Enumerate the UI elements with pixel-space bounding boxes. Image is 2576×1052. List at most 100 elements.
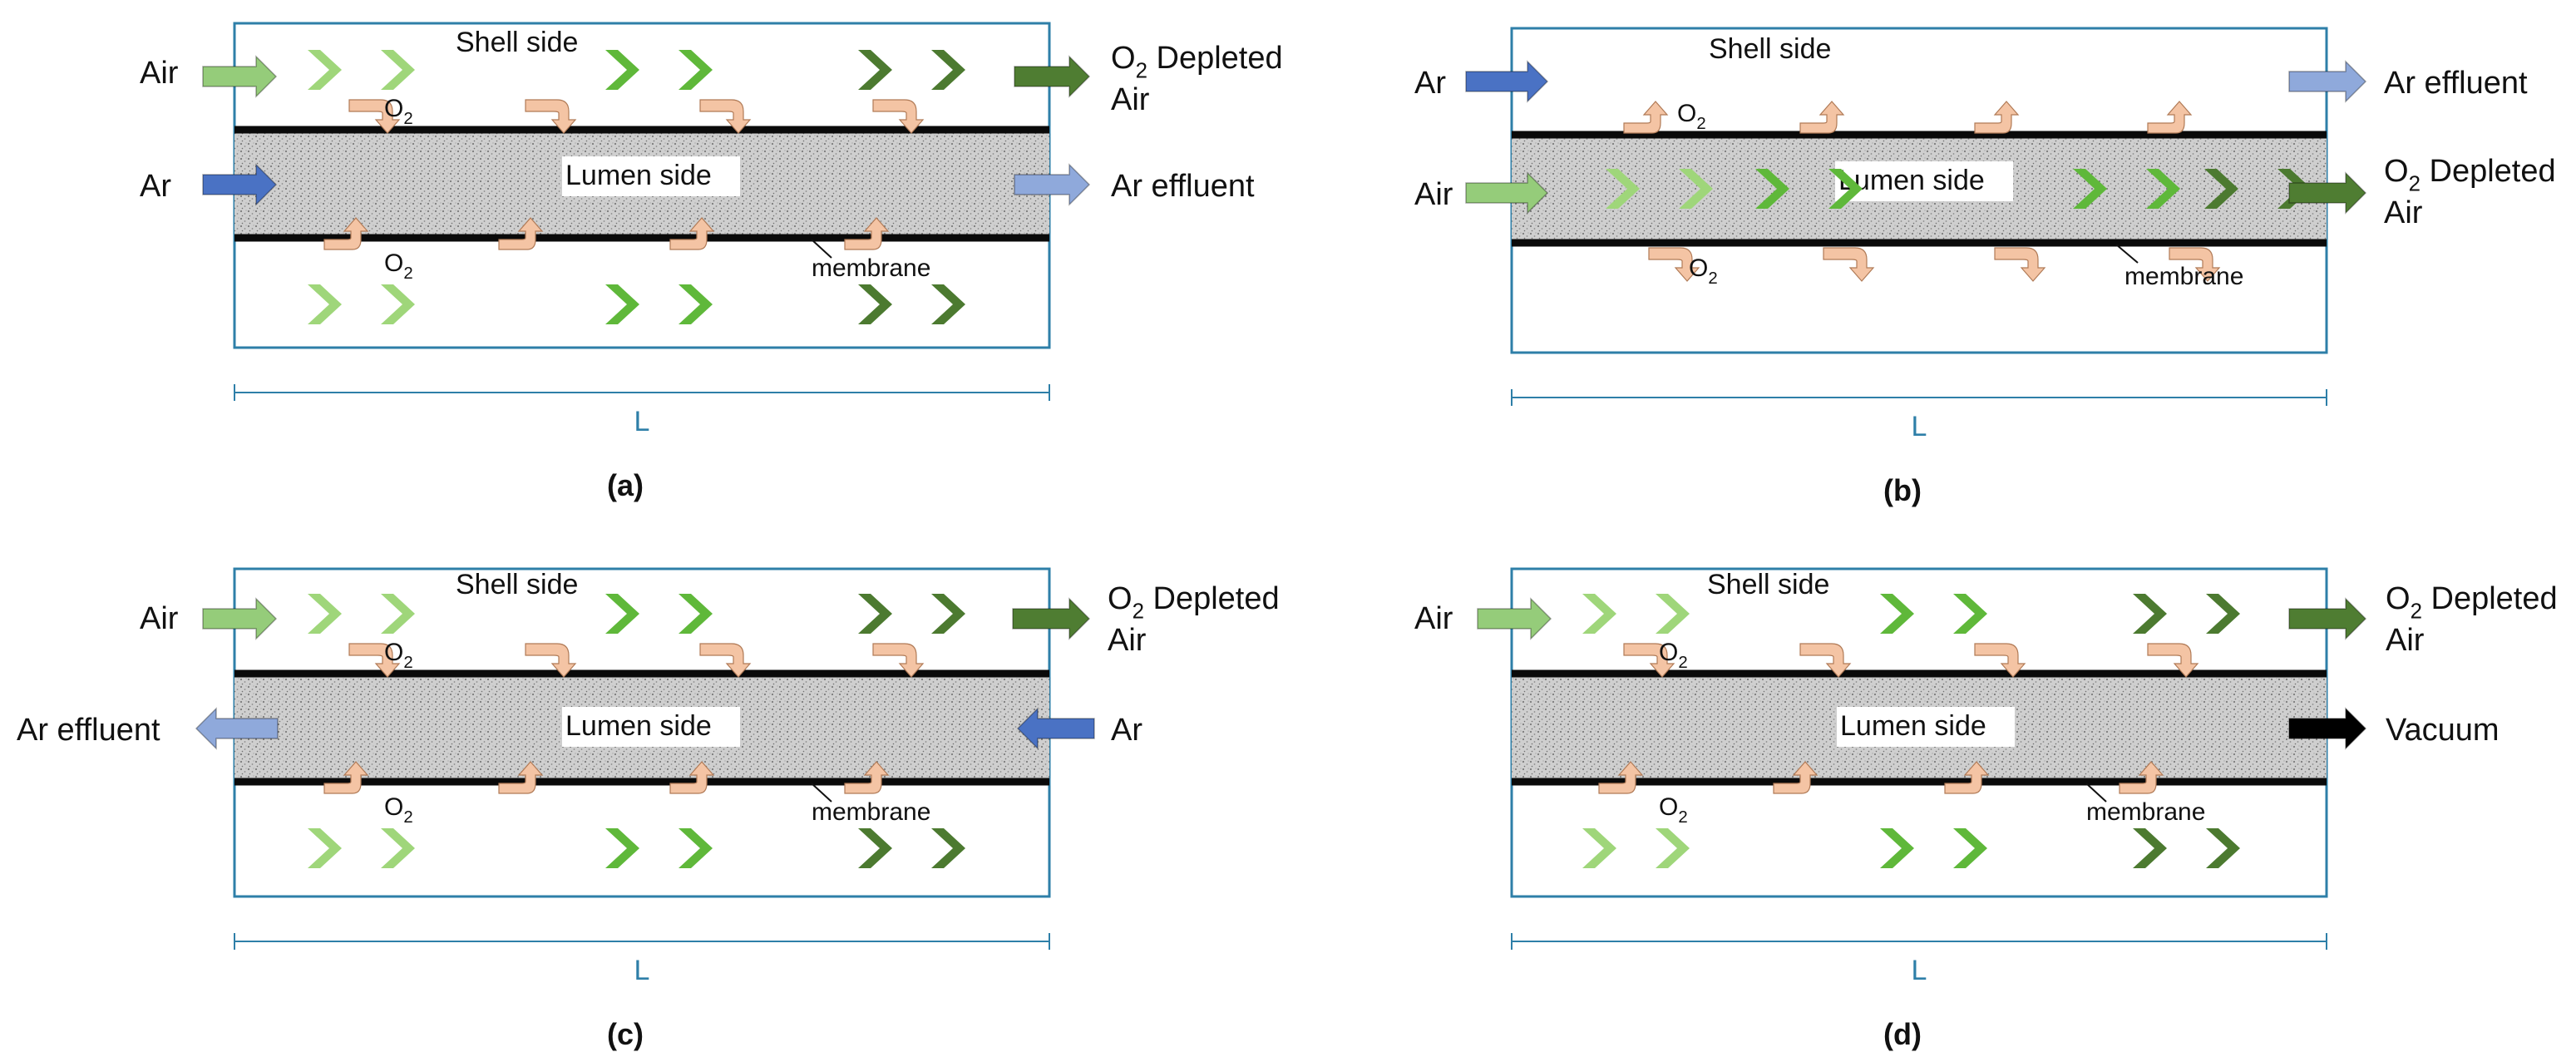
chevron-icon xyxy=(1953,594,1987,634)
chevron-icon xyxy=(2073,169,2107,209)
bent-arrow-icon xyxy=(498,217,544,250)
shell-side-label: Shell side xyxy=(456,569,578,600)
o2-label-bottom-main: O xyxy=(1659,793,1678,821)
chevron-icon xyxy=(679,828,713,868)
membrane-leader-line xyxy=(811,239,832,259)
membrane-label: membrane xyxy=(812,798,930,826)
o2-label-top-subscript: 2 xyxy=(1678,654,1687,672)
bent-arrow-icon xyxy=(669,761,715,794)
panel-caption: (b) xyxy=(1883,473,1922,507)
bent-arrow-icon xyxy=(1799,643,1852,678)
panel-caption: (c) xyxy=(607,1017,644,1051)
bent-arrow-icon xyxy=(2147,643,2199,678)
o2-label-top-subscript: 2 xyxy=(403,110,412,128)
bent-arrow-icon xyxy=(1598,761,1644,794)
lumen-side-label: Lumen side xyxy=(1838,165,1985,196)
bent-arrow-icon xyxy=(1944,761,1990,794)
ar-inlet-label: Ar xyxy=(1414,66,1446,101)
membrane-leader-line xyxy=(2115,244,2139,264)
chevron-icon xyxy=(1953,828,1987,868)
membrane-label: membrane xyxy=(2086,798,2205,826)
length-label: L xyxy=(634,955,650,986)
depleted-outlet-label-rest: Depleted xyxy=(2422,581,2558,616)
chevron-icon xyxy=(858,284,892,324)
chevron-icon xyxy=(679,594,713,634)
o2-label-bottom-subscript: 2 xyxy=(403,808,412,827)
chevron-icon xyxy=(605,50,639,90)
bent-arrow-icon xyxy=(323,761,369,794)
o2-label-bottom: O2 xyxy=(1659,793,1688,827)
bent-arrow-icon xyxy=(1823,247,1875,282)
chevron-icon xyxy=(308,828,342,868)
o2-label-bottom-main: O xyxy=(384,249,403,277)
air-inlet-arrow xyxy=(202,55,278,98)
depleted-outlet-label-subscript: 2 xyxy=(1136,59,1147,82)
bent-arrow-icon xyxy=(525,99,577,134)
chevron-icon xyxy=(858,50,892,90)
o2-label-top: O2 xyxy=(384,639,413,672)
ar-outlet-label: Ar effluent xyxy=(2384,66,2528,101)
shell-side-label: Shell side xyxy=(456,27,578,58)
lumen-label-box xyxy=(562,156,740,196)
membrane-label: membrane xyxy=(2124,263,2243,290)
chevron-icon xyxy=(1582,828,1616,868)
chevron-icon xyxy=(931,594,965,634)
chevron-icon xyxy=(1582,594,1616,634)
ar-outlet-arrow xyxy=(2288,60,2367,103)
depleted-outlet-label-line2: Air xyxy=(1108,623,1147,658)
chevron-icon xyxy=(2206,828,2240,868)
ar-inlet-label: Ar xyxy=(140,169,171,204)
chevron-icon xyxy=(2206,594,2240,634)
chevron-icon xyxy=(308,50,342,90)
shell-side-label: Shell side xyxy=(1707,569,1829,600)
bent-arrow-icon xyxy=(1974,643,2026,678)
o2-label-top-subscript: 2 xyxy=(403,654,412,672)
depleted-outlet-label-line2: Air xyxy=(1111,82,1150,117)
chevron-icon xyxy=(308,594,342,634)
length-label: L xyxy=(1912,411,1927,442)
chevron-icon xyxy=(308,284,342,324)
o2-label-bottom-subscript: 2 xyxy=(403,264,412,283)
bent-arrow-icon xyxy=(844,761,890,794)
bent-arrow-icon xyxy=(348,99,401,134)
bent-arrow-icon xyxy=(525,643,577,678)
o2-label-top: O2 xyxy=(1677,100,1706,133)
bent-arrow-icon xyxy=(2147,101,2193,134)
chevron-icon xyxy=(1880,594,1914,634)
o2-label-bottom: O2 xyxy=(1689,254,1718,288)
depleted-outlet-label-main: O xyxy=(1111,41,1136,76)
bent-arrow-icon xyxy=(872,99,925,134)
o2-label-top-subscript: 2 xyxy=(1696,115,1705,133)
bent-arrow-icon xyxy=(699,99,752,134)
chevron-icon xyxy=(931,828,965,868)
o2-label-top: O2 xyxy=(1659,639,1688,672)
chevron-icon xyxy=(1679,169,1713,209)
chevron-icon xyxy=(1656,828,1690,868)
membrane-label: membrane xyxy=(812,254,930,282)
bent-arrow-icon xyxy=(1799,101,1845,134)
chevron-icon xyxy=(381,828,415,868)
chevron-icon xyxy=(1755,169,1789,209)
o2-label-top-main: O xyxy=(384,95,403,122)
depleted-outlet-arrow xyxy=(2288,171,2367,215)
depleted-outlet-label: O2 Depleted xyxy=(1108,581,1280,623)
bent-arrow-icon xyxy=(2119,761,2164,794)
lumen-side-label: Lumen side xyxy=(565,710,712,742)
chevron-icon xyxy=(1606,169,1640,209)
ar-inlet-arrow xyxy=(1465,60,1549,103)
o2-label-top-main: O xyxy=(1677,100,1696,127)
air-inlet-label: Air xyxy=(140,56,179,91)
depleted-outlet-label-main: O xyxy=(2386,581,2411,616)
membrane-leader-line xyxy=(2085,783,2107,803)
bent-arrow-icon xyxy=(699,643,752,678)
air-inlet-arrow xyxy=(202,597,278,640)
depleted-outlet-label: O2 Depleted xyxy=(1111,41,1283,82)
chevron-icon xyxy=(2146,169,2180,209)
lumen-side-label: Lumen side xyxy=(565,160,712,191)
lumen-label-box xyxy=(1837,707,2015,747)
ar-outlet-label: Ar effluent xyxy=(1111,169,1255,204)
